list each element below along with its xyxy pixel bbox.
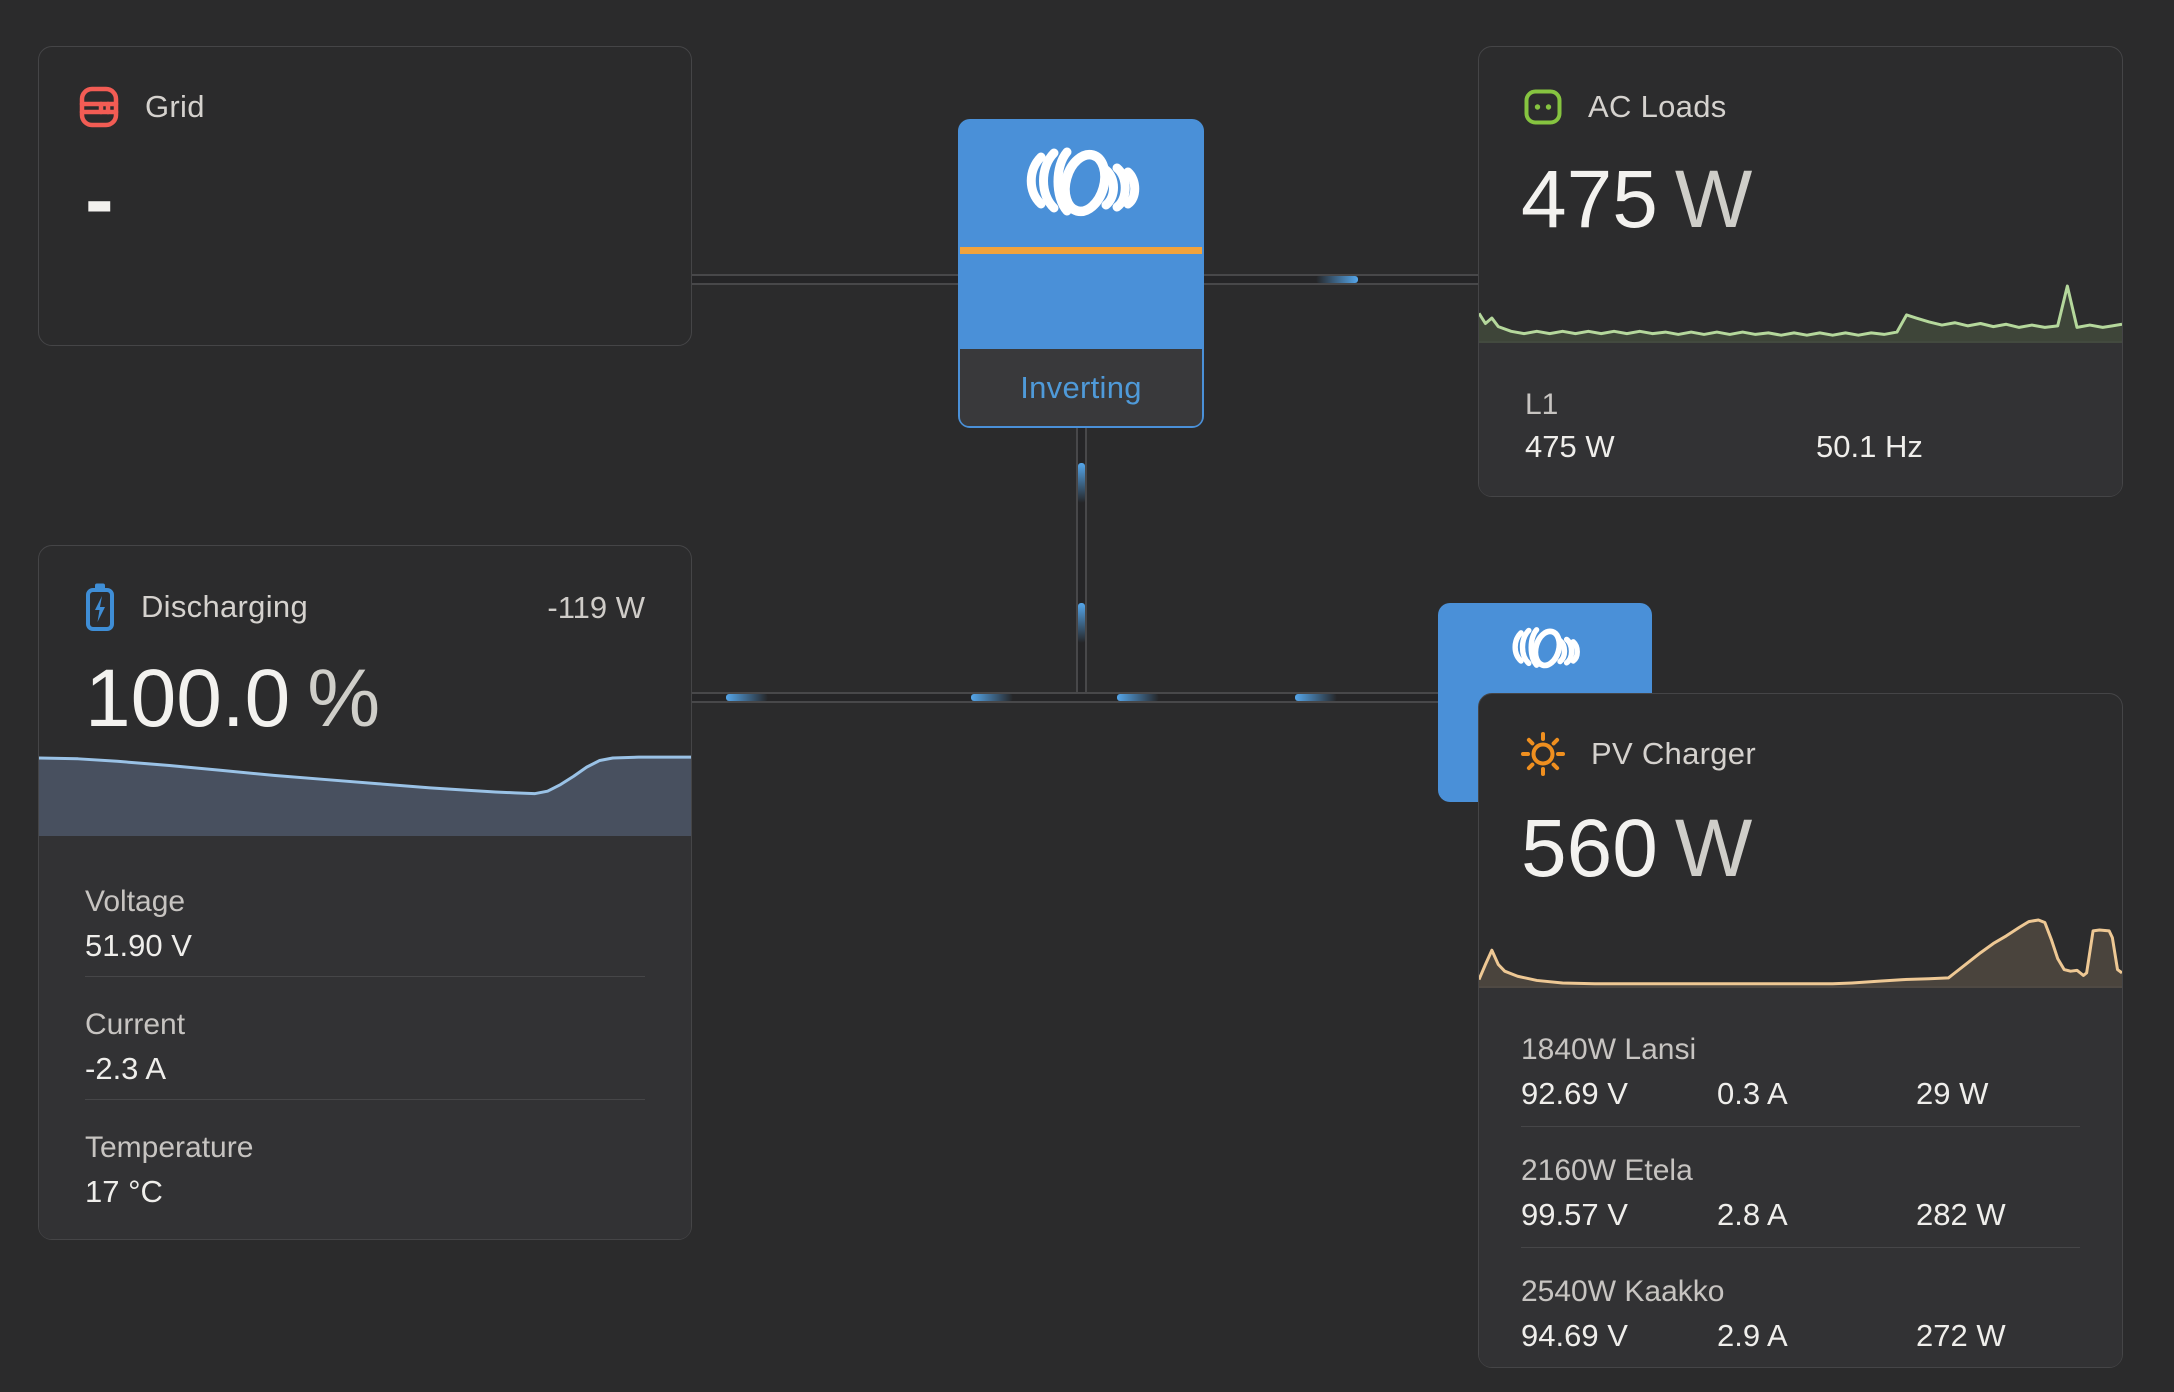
pv-tracker-current: 2.8 A <box>1717 1197 1788 1232</box>
socket-icon <box>1524 89 1562 125</box>
battery-row-temperature: Temperature 17 °C <box>39 1100 691 1222</box>
inverter-status: Inverting <box>960 349 1202 426</box>
battery-temperature-value: 17 °C <box>85 1174 163 1209</box>
battery-current-value: -2.3 A <box>85 1051 166 1086</box>
ac-loads-sparkline <box>1479 265 2122 343</box>
flow-dot-ac <box>1316 276 1358 283</box>
ac-phase-label: L1 <box>1525 388 1559 421</box>
pv-tracker-power: 272 W <box>1916 1318 2006 1353</box>
divider <box>1521 1247 2080 1248</box>
pv-power-value: 560 <box>1521 803 1658 894</box>
divider <box>85 976 645 977</box>
pipe-dc-bus <box>692 692 1438 703</box>
battery-soc-value: 100.0 <box>85 653 291 744</box>
battery-card[interactable]: Discharging -119 W 100.0 % Voltage 51.90… <box>38 545 692 1240</box>
pv-tracker-row: 1840W Lansi 92.69 V 0.3 A 29 W <box>1479 986 2122 1126</box>
battery-icon <box>85 582 115 632</box>
ac-loads-card[interactable]: AC Loads 475 W L1 475 W 50.1 Hz <box>1478 46 2123 497</box>
inverter-orange-bar <box>960 247 1202 254</box>
flow-dot-vertical-2 <box>1078 603 1085 643</box>
pv-tracker-name: 2540W Kaakko <box>1521 1275 1725 1308</box>
battery-voltage-value: 51.90 V <box>85 928 192 963</box>
pv-tracker-power: 282 W <box>1916 1197 2006 1232</box>
grid-title: Grid <box>145 89 205 124</box>
inverter-tile[interactable]: Inverting <box>958 119 1204 428</box>
pv-charger-card[interactable]: PV Charger 560 W 1840W Lansi 92.69 V 0.3… <box>1478 693 2123 1368</box>
pv-tracker-current: 0.3 A <box>1717 1076 1788 1111</box>
battery-row-current: Current -2.3 A <box>39 977 691 1099</box>
grid-card[interactable]: Grid - <box>38 46 692 346</box>
flow-dot-bus-4 <box>1295 694 1337 701</box>
pipe-grid-to-inverter <box>692 274 958 285</box>
sun-icon <box>1521 732 1565 776</box>
inverter-body <box>960 254 1202 349</box>
flow-dot-bus-3 <box>1117 694 1159 701</box>
battery-footer: Voltage 51.90 V Current -2.3 A Temperatu… <box>39 834 691 1239</box>
grid-value: - <box>85 152 114 248</box>
pv-power-unit: W <box>1674 803 1753 894</box>
divider <box>85 1099 645 1100</box>
pv-sparkline <box>1479 904 2122 988</box>
pv-tracker-power: 29 W <box>1916 1076 1989 1111</box>
battery-sparkline <box>39 753 691 836</box>
pv-tracker-voltage: 94.69 V <box>1521 1318 1628 1353</box>
ac-phase-power: 475 W <box>1525 429 1615 464</box>
battery-state-title: Discharging <box>141 589 308 624</box>
battery-row-voltage: Voltage 51.90 V <box>39 834 691 976</box>
pipe-inverter-to-bus <box>1076 428 1087 703</box>
flow-dot-bus-1 <box>726 694 768 701</box>
flow-dot-vertical-1 <box>1078 463 1085 503</box>
battery-power: -119 W <box>547 590 645 625</box>
pv-footer: 1840W Lansi 92.69 V 0.3 A 29 W 2160W Ete… <box>1479 986 2122 1367</box>
battery-soc-unit: % <box>307 653 381 744</box>
pv-tracker-name: 2160W Etela <box>1521 1154 1693 1187</box>
pv-charger-title: PV Charger <box>1591 736 1756 771</box>
ac-phase-frequency: 50.1 Hz <box>1816 429 1923 464</box>
victron-logo-icon <box>960 121 1202 247</box>
pv-tracker-current: 2.9 A <box>1717 1318 1788 1353</box>
ac-loads-footer: L1 475 W 50.1 Hz <box>1479 341 2122 496</box>
victron-logo-icon <box>1503 625 1587 802</box>
pv-tracker-row: 2160W Etela 99.57 V 2.8 A 282 W <box>1479 1127 2122 1247</box>
flow-dot-bus-2 <box>971 694 1013 701</box>
pv-tracker-voltage: 99.57 V <box>1521 1197 1628 1232</box>
ac-loads-title: AC Loads <box>1588 89 1727 124</box>
battery-current-label: Current <box>85 1008 186 1041</box>
ac-loads-power-unit: W <box>1674 154 1753 245</box>
grid-meter-icon <box>79 86 119 128</box>
pv-tracker-row: 2540W Kaakko 94.69 V 2.9 A 272 W <box>1479 1248 2122 1368</box>
pv-tracker-voltage: 92.69 V <box>1521 1076 1628 1111</box>
divider <box>1521 1126 2080 1127</box>
battery-voltage-label: Voltage <box>85 885 186 918</box>
pv-tracker-name: 1840W Lansi <box>1521 1033 1697 1066</box>
battery-temperature-label: Temperature <box>85 1131 254 1164</box>
ac-loads-power-value: 475 <box>1521 154 1658 245</box>
